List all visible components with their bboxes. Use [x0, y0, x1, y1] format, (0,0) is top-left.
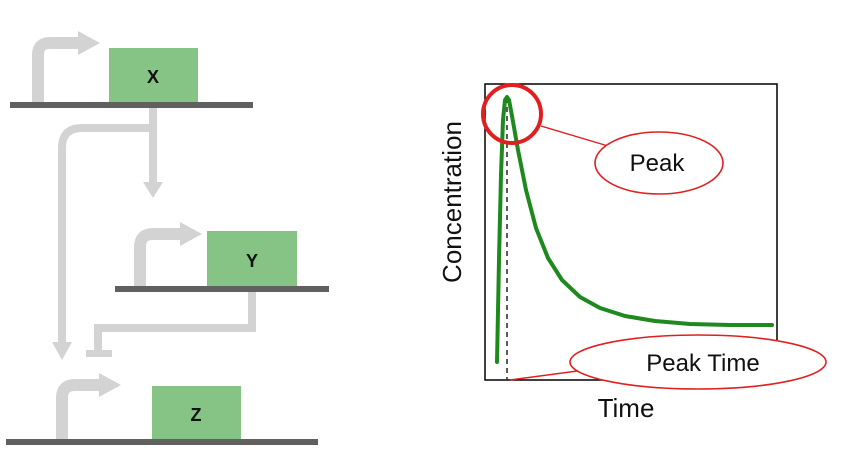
y-axis-label: Concentration — [437, 121, 467, 283]
dna-line-y — [115, 286, 329, 292]
gene-label-y: Y — [246, 251, 258, 271]
repression-y-to-z-line — [94, 292, 256, 350]
dna-line-z — [6, 439, 318, 445]
peak-callout-label: Peak — [630, 150, 686, 177]
promoter-arrowhead-y-icon — [180, 222, 202, 246]
activation-x-to-z-arrowhead-icon — [52, 342, 72, 360]
gene-y: Y — [115, 222, 329, 292]
promoter-arrowhead-x-icon — [78, 31, 100, 55]
activation-x-to-z-arrow — [58, 124, 153, 342]
dna-line-x — [10, 102, 253, 108]
peak-time-callout-label: Peak Time — [646, 350, 759, 377]
gene-box-y — [207, 231, 297, 286]
gene-box-x — [109, 48, 198, 103]
concentration-curve — [495, 95, 774, 364]
activation-x-to-y-arrowhead-icon — [143, 182, 163, 198]
promoter-arrowhead-z-icon — [99, 373, 121, 397]
gene-z: Z — [6, 373, 318, 445]
network-motif: X Y Z — [6, 31, 329, 445]
repression-y-to-z-bar-icon — [86, 350, 112, 357]
peak-highlight-circle — [481, 83, 543, 145]
peak-time-callout-bubble — [569, 334, 827, 390]
gene-label-z: Z — [191, 405, 202, 425]
gene-label-x: X — [147, 67, 159, 87]
promoter-arrow-y-icon — [134, 228, 182, 288]
x-axis-label: Time — [598, 393, 655, 423]
gene-x: X — [10, 31, 253, 108]
promoter-arrow-x-icon — [32, 37, 80, 104]
peak-callout-pointer — [540, 125, 609, 156]
concentration-plot: Peak Peak Time Time Concentration — [437, 83, 827, 423]
gene-box-z — [152, 386, 241, 441]
promoter-arrow-z-icon — [56, 379, 101, 440]
peak-callout-bubble — [594, 131, 724, 195]
